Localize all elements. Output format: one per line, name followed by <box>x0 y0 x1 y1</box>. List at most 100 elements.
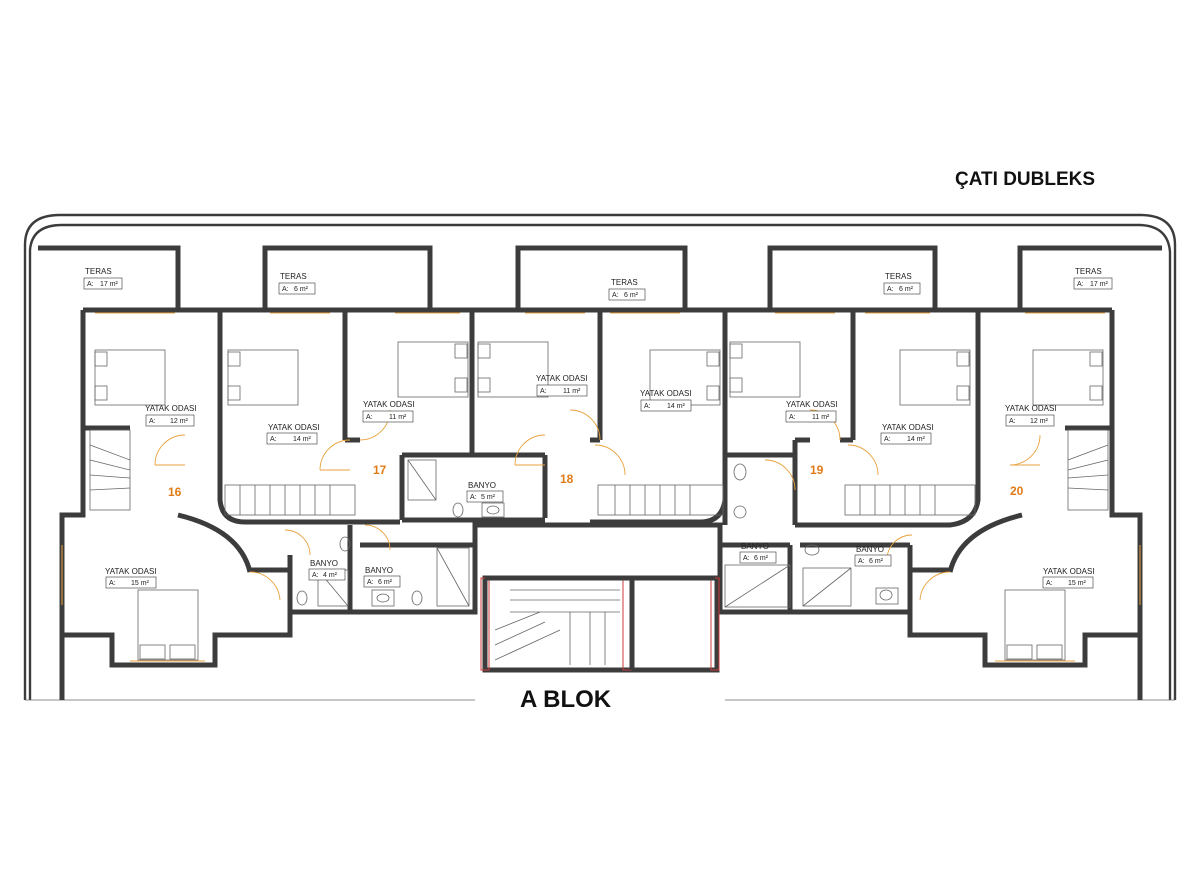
room-teras-5: TERAS A: 17 m² <box>1073 267 1113 290</box>
svg-text:6 m²: 6 m² <box>294 286 309 293</box>
svg-text:A:: A: <box>858 558 865 565</box>
room-banyo-17: BANYO A: 6 m² <box>363 566 401 588</box>
svg-text:A:: A: <box>366 414 373 421</box>
svg-text:A:: A: <box>540 388 547 395</box>
svg-text:YATAK ODASI: YATAK ODASI <box>536 374 588 383</box>
svg-text:11 m²: 11 m² <box>389 414 407 421</box>
svg-text:A:: A: <box>109 580 116 587</box>
terrace-parapet-5 <box>1017 245 1162 310</box>
svg-text:A:: A: <box>789 414 796 421</box>
building-perimeter <box>59 310 1143 668</box>
room-yatak-16a: YATAK ODASI A: 12 m² <box>145 404 197 427</box>
svg-text:A:: A: <box>644 403 651 410</box>
svg-text:14 m²: 14 m² <box>907 436 926 443</box>
unit-number-16: 16 <box>168 485 182 499</box>
svg-text:TERAS: TERAS <box>885 272 912 281</box>
svg-text:11 m²: 11 m² <box>563 388 581 395</box>
terrace-parapet-2 <box>262 245 433 310</box>
plan-title: ÇATI DUBLEKS <box>955 169 1095 190</box>
terrace-parapet-3 <box>515 245 688 310</box>
room-teras-2: TERAS A: 6 m² <box>278 272 316 295</box>
bathroom-walls <box>247 525 953 612</box>
stair-curve-18 <box>590 499 728 525</box>
svg-text:6 m²: 6 m² <box>378 579 393 586</box>
svg-text:TERAS: TERAS <box>280 272 307 281</box>
svg-text:YATAK ODASI: YATAK ODASI <box>145 404 197 413</box>
svg-text:YATAK ODASI: YATAK ODASI <box>640 389 692 398</box>
room-banyo-20: BANYO A: 6 m² <box>854 545 892 567</box>
room-yatak-19a: YATAK ODASI A: 11 m² <box>785 400 838 423</box>
svg-text:A:: A: <box>367 579 374 586</box>
svg-text:BANYO: BANYO <box>365 566 393 575</box>
svg-text:14 m²: 14 m² <box>667 403 686 410</box>
svg-text:TERAS: TERAS <box>1075 267 1102 276</box>
svg-text:A:: A: <box>887 286 894 293</box>
svg-text:A:: A: <box>470 494 477 501</box>
central-stair-treads <box>494 589 620 665</box>
svg-text:YATAK ODASI: YATAK ODASI <box>786 400 838 409</box>
room-yatak-17b: YATAK ODASI A: 11 m² <box>362 400 415 423</box>
room-banyo-16: BANYO A: 4 m² <box>308 559 346 581</box>
svg-text:12 m²: 12 m² <box>170 418 189 425</box>
room-yatak-16b: YATAK ODASI A: 15 m² <box>105 567 157 589</box>
unit-number-20: 20 <box>1010 484 1024 498</box>
svg-text:A:: A: <box>743 555 750 562</box>
room-yatak-18a: YATAK ODASI A: 11 m² <box>536 374 588 397</box>
svg-text:BANYO: BANYO <box>741 542 769 551</box>
room-yatak-20b: YATAK ODASI A: 15 m² <box>1042 567 1095 589</box>
svg-text:A:: A: <box>312 572 319 579</box>
svg-text:A:: A: <box>612 292 619 299</box>
svg-text:A:: A: <box>1077 281 1084 288</box>
hall-curve-20 <box>947 512 1023 573</box>
svg-text:YATAK ODASI: YATAK ODASI <box>105 567 157 576</box>
unit-number-18: 18 <box>560 472 574 486</box>
svg-text:YATAK ODASI: YATAK ODASI <box>268 423 320 432</box>
svg-text:11 m²: 11 m² <box>812 414 830 421</box>
svg-text:6 m²: 6 m² <box>754 555 769 562</box>
svg-text:6 m²: 6 m² <box>624 292 639 299</box>
terrace-parapet-1 <box>38 245 181 310</box>
svg-text:A:: A: <box>1009 418 1016 425</box>
svg-text:6 m²: 6 m² <box>869 558 884 565</box>
interior-walls <box>83 310 1112 525</box>
svg-text:BANYO: BANYO <box>310 559 338 568</box>
beds <box>94 341 1104 661</box>
svg-text:YATAK ODASI: YATAK ODASI <box>363 400 415 409</box>
roof-outline <box>23 213 1177 700</box>
svg-text:15 m²: 15 m² <box>131 580 150 587</box>
svg-text:5 m²: 5 m² <box>481 494 496 501</box>
stair-curve-19 <box>795 470 981 528</box>
room-teras-4: TERAS A: 6 m² <box>883 272 921 295</box>
stair-curve-17 <box>217 470 400 525</box>
svg-text:14 m²: 14 m² <box>293 436 312 443</box>
svg-text:BANYO: BANYO <box>856 545 884 554</box>
svg-text:YATAK ODASI: YATAK ODASI <box>882 423 934 432</box>
roof-inner-outline <box>28 223 1172 700</box>
unit-stairs <box>89 429 1109 516</box>
room-banyo-19: BANYO A: 6 m² <box>739 542 777 564</box>
svg-text:17 m²: 17 m² <box>1090 281 1109 288</box>
svg-text:YATAK ODASI: YATAK ODASI <box>1043 567 1095 576</box>
svg-text:6 m²: 6 m² <box>899 286 914 293</box>
doors <box>154 409 1041 601</box>
svg-text:A:: A: <box>270 436 277 443</box>
room-yatak-17a: YATAK ODASI A: 14 m² <box>266 423 320 445</box>
svg-text:BANYO: BANYO <box>468 481 496 490</box>
svg-text:12 m²: 12 m² <box>1030 418 1049 425</box>
room-teras-3: TERAS A: 6 m² <box>608 278 646 301</box>
hall-curve-16 <box>177 512 253 573</box>
svg-text:15 m²: 15 m² <box>1068 580 1087 587</box>
room-yatak-18b: YATAK ODASI A: 14 m² <box>640 389 692 412</box>
room-teras-1: TERAS A: 17 m² <box>83 267 123 290</box>
svg-text:A:: A: <box>1046 580 1053 587</box>
svg-text:A:: A: <box>87 281 94 288</box>
stair-core <box>482 575 720 673</box>
svg-text:A:: A: <box>282 286 289 293</box>
svg-text:TERAS: TERAS <box>611 278 638 287</box>
svg-text:YATAK ODASI: YATAK ODASI <box>1005 404 1057 413</box>
block-label: A BLOK <box>520 686 612 713</box>
svg-text:A:: A: <box>884 436 891 443</box>
svg-text:TERAS: TERAS <box>85 267 112 276</box>
windows <box>61 312 1141 662</box>
